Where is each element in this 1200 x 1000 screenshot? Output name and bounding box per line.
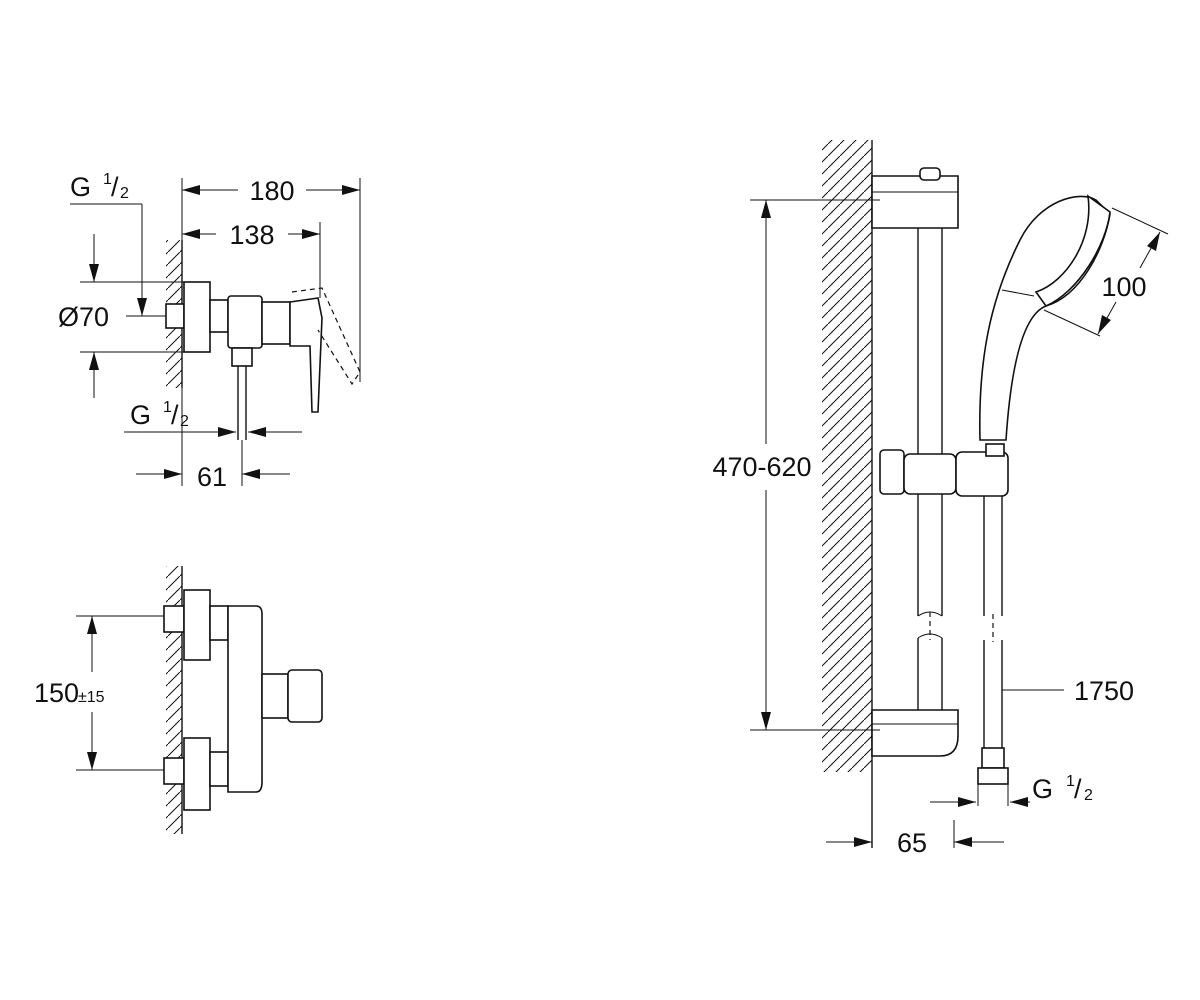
hose-nut [981, 747, 1005, 769]
svg-text:/: / [111, 172, 119, 202]
holder-cup [955, 451, 1009, 497]
dim-61-label: 61 [197, 462, 227, 492]
svg-text:1: 1 [103, 171, 112, 188]
dim-diameter-label: Ø70 [58, 302, 109, 332]
svg-text:G: G [70, 172, 91, 202]
svg-text:/: / [171, 400, 179, 430]
top-union [209, 605, 229, 641]
front-cartridge [261, 673, 289, 719]
mixer-side-view: 180 138 G 1 / 2 Ø70 G 1 / 2 [58, 171, 361, 492]
front-body [227, 605, 263, 793]
outlet-stub [231, 347, 253, 367]
hose-connector [977, 767, 1009, 785]
dim-180-label: 180 [249, 176, 294, 206]
svg-text:/: / [1074, 774, 1082, 804]
dim-wall-offset-label: 65 [897, 828, 927, 858]
dim-head-label: 100 [1101, 272, 1146, 302]
mixer-body [227, 295, 263, 349]
escutcheon [183, 281, 211, 353]
svg-text:2: 2 [180, 413, 189, 430]
svg-text:1: 1 [1066, 773, 1075, 790]
bottom-bracket [871, 709, 959, 757]
top-bracket [871, 175, 959, 229]
lever-dashed [291, 287, 361, 386]
bottom-nut [163, 757, 185, 785]
holder-top [985, 443, 1005, 457]
svg-text:150: 150 [34, 678, 79, 708]
shower-set: 470-620 100 1750 G 1 / 2 65 [712, 140, 1169, 858]
dim-138-label: 138 [229, 220, 274, 250]
slider-knob [879, 449, 905, 495]
svg-text:2: 2 [120, 185, 129, 202]
front-lever [287, 669, 323, 723]
mixer-front-view: 150 ±15 [34, 566, 323, 834]
top-eccentric [183, 589, 211, 661]
dim-rail-label: 470-620 [712, 452, 811, 482]
svg-text:1: 1 [163, 399, 172, 416]
connection-top-label: G 1 / 2 [70, 171, 129, 202]
shower-face [1034, 194, 1111, 307]
top-nut [163, 605, 185, 633]
connector-nut [209, 299, 229, 333]
slider-body [903, 453, 957, 495]
wall-nut [165, 303, 185, 329]
lever-handle [289, 297, 323, 413]
svg-text:2: 2 [1084, 787, 1093, 804]
wall-hatch-shower [822, 140, 872, 772]
top-cap [919, 167, 941, 181]
svg-text:G: G [130, 400, 151, 430]
svg-text:±15: ±15 [78, 689, 105, 706]
connection-bottom-label: G 1 / 2 [130, 399, 189, 430]
svg-text:G: G [1032, 774, 1053, 804]
bottom-eccentric [183, 737, 211, 811]
cartridge-cap [261, 301, 291, 345]
connection-shower-label: G 1 / 2 [1032, 773, 1093, 804]
bottom-union [209, 751, 229, 787]
dim-150-label: 150 ±15 [34, 678, 105, 708]
dim-hose-label: 1750 [1074, 676, 1134, 706]
